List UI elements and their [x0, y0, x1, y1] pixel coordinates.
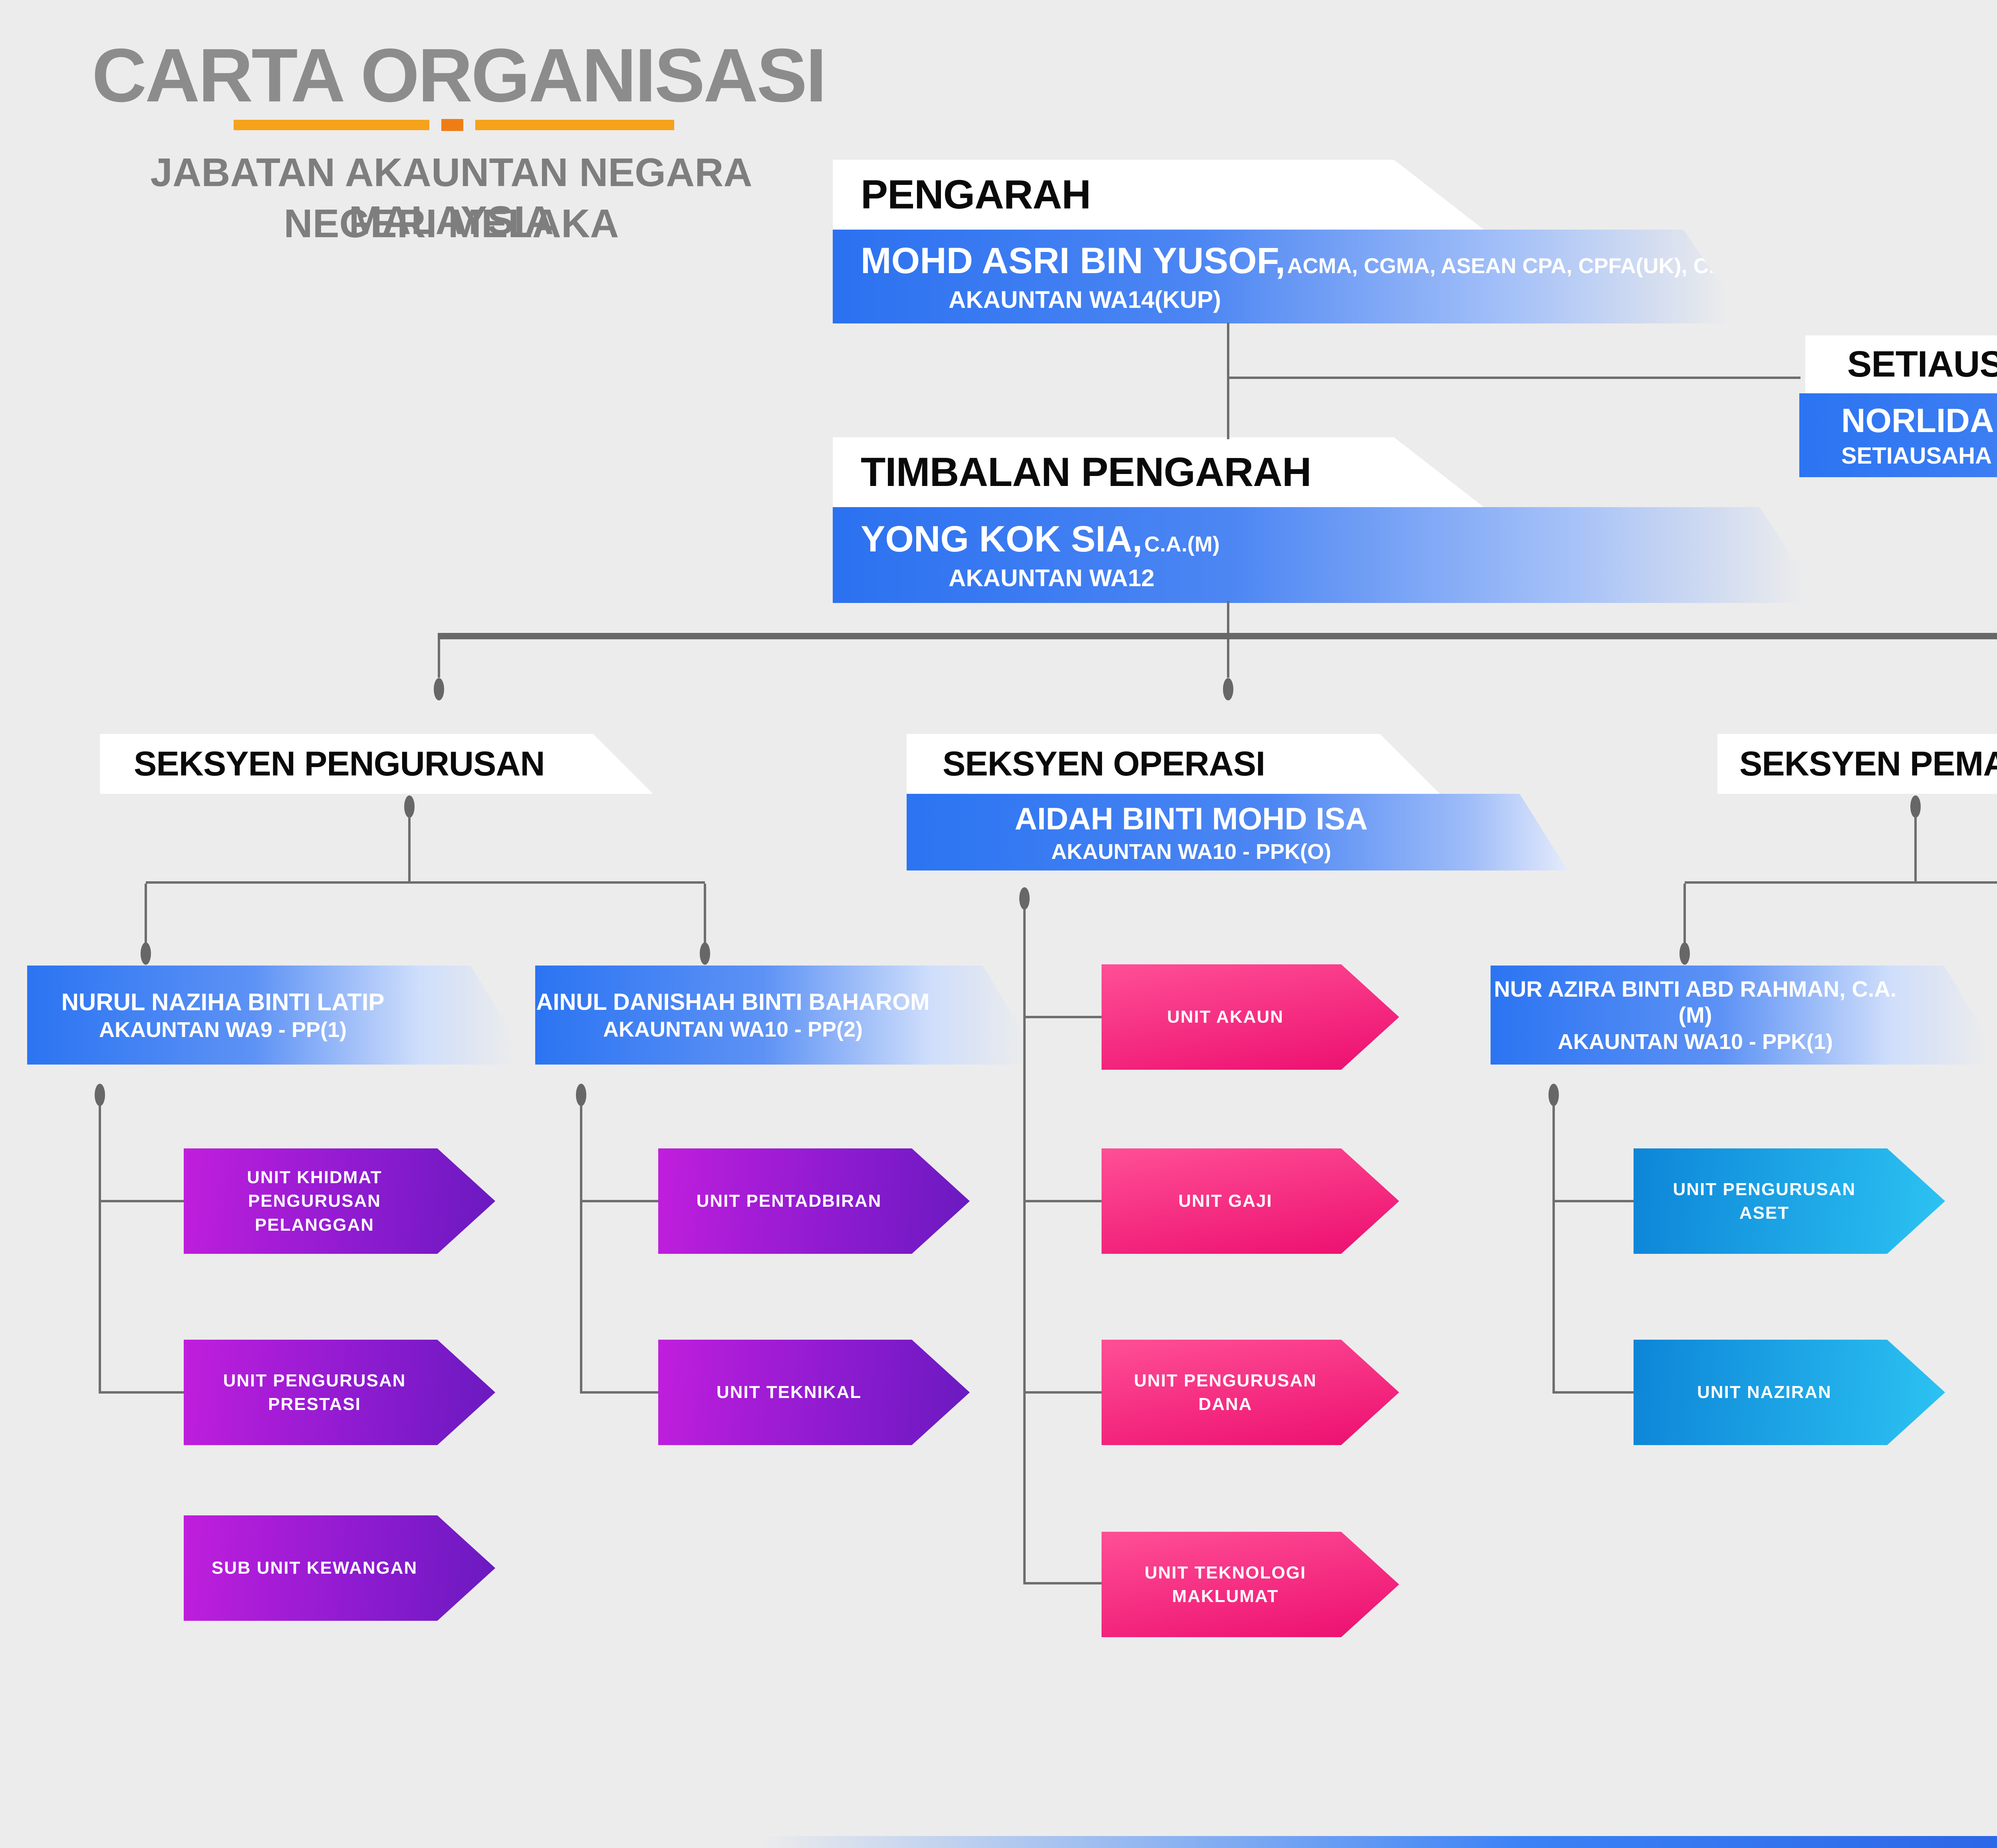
dot-pengurusan-split-top	[404, 795, 415, 818]
page-title: CARTA ORGANISASI	[92, 33, 827, 118]
timbalan-credentials: C.A.(M)	[1144, 532, 1220, 556]
operasi-head-grade: AKAUNTAN WA10 - PPK(O)	[1051, 839, 1331, 864]
setiausaha-name: NORLIDA BINTI JOHAN	[1841, 402, 1993, 439]
section-banner-operasi: SEKSYEN OPERASI	[907, 734, 1440, 794]
dot-operasi-units	[1019, 887, 1030, 910]
connector-timbalan-drop	[1227, 601, 1229, 635]
connector-tick-dana	[1026, 1391, 1102, 1394]
unit-pengurusan-dana: UNIT PENGURUSAN DANA	[1102, 1340, 1399, 1445]
dot-ainul-units	[576, 1084, 586, 1106]
unit-pengurusan-prestasi: UNIT PENGURUSAN PRESTASI	[184, 1340, 495, 1445]
timbalan-role-banner: TIMBALAN PENGARAH	[833, 437, 1484, 507]
section-banner-pemantauan: SEKSYEN PEMANTAUAN	[1717, 734, 1997, 794]
timbalan-grade: AKAUNTAN WA12	[949, 565, 1155, 591]
manager-name-ainul: AINUL DANISHAH BINTI BAHAROM	[536, 989, 930, 1015]
manager-grade-ainul: AKAUNTAN WA10 - PP(2)	[603, 1017, 863, 1041]
timbalan-card: YONG KOK SIA, C.A.(M) AKAUNTAN WA12	[833, 507, 1823, 603]
pengarah-role-label: PENGARAH	[861, 172, 1091, 217]
page-subtitle-line1: JABATAN AKAUNTAN NEGARA MALAYSIA	[150, 150, 752, 243]
dot-azira-units	[1548, 1084, 1559, 1106]
pengarah-credentials: ACMA, CGMA, ASEAN CPA, CPFA(UK), C.A.(M)	[1287, 254, 1769, 278]
connector-tick-akaun	[1026, 1016, 1102, 1018]
unit-naziran: UNIT NAZIRAN	[1634, 1340, 1945, 1445]
connector-tick-teknikal	[582, 1391, 658, 1394]
connector-operasi-units	[1023, 909, 1026, 1584]
connector-pengarah-setiausaha	[1227, 377, 1800, 379]
timbalan-name-line: YONG KOK SIA, C.A.(M)	[833, 518, 1823, 560]
unit-khidmat-pengurusan-pelanggan: UNIT KHIDMAT PENGURUSAN PELANGGAN	[184, 1148, 495, 1254]
operasi-head-name: AIDAH BINTI MOHD ISA	[1014, 801, 1368, 836]
manager-card-azira: NUR AZIRA BINTI ABD RAHMAN, C.A.(M) AKAU…	[1491, 966, 1997, 1065]
pengarah-name: MOHD ASRI BIN YUSOF,	[861, 240, 1286, 281]
pengarah-card: MOHD ASRI BIN YUSOF, ACMA, CGMA, ASEAN C…	[833, 230, 1747, 323]
dot-operasi	[1223, 678, 1233, 700]
dot-nurul-top	[141, 942, 151, 965]
section-banner-pengurusan: SEKSYEN PENGURUSAN	[100, 734, 653, 794]
dot-nurul-units	[95, 1084, 105, 1106]
connector-drop-operasi	[1227, 639, 1229, 678]
dot-pemantauan-split-top	[1910, 795, 1921, 818]
connector-tick-pentadbiran	[582, 1200, 658, 1202]
section-label-operasi: SEKSYEN OPERASI	[943, 744, 1265, 783]
manager-grade-azira: AKAUNTAN WA10 - PPK(1)	[1557, 1030, 1833, 1054]
title-underline-right	[475, 120, 674, 130]
connector-pemantauan-split	[1685, 881, 1997, 884]
pengarah-name-line: MOHD ASRI BIN YUSOF, ACMA, CGMA, ASEAN C…	[833, 240, 1747, 282]
unit-akaun: UNIT AKAUN	[1102, 964, 1399, 1070]
setiausaha-grade: SETIAUSAHA PEJABAT N6	[1841, 443, 1991, 469]
connector-nurul-units	[99, 1105, 101, 1394]
setiausaha-role-banner: SETIAUSAHA PEJABAT	[1805, 335, 1997, 393]
connector-azira-units	[1552, 1105, 1555, 1394]
dot-ainul-top	[700, 942, 710, 965]
connector-drop-ainul	[704, 884, 706, 944]
connector-tick-gaji	[1026, 1200, 1102, 1202]
pengarah-role-banner: PENGARAH	[833, 160, 1484, 230]
section-label-pengurusan: SEKSYEN PENGURUSAN	[134, 744, 545, 783]
setiausaha-card: NORLIDA BINTI JOHAN SETIAUSAHA PEJABAT N…	[1799, 393, 1997, 477]
manager-card-nurul: NURUL NAZIHA BINTI LATIP AKAUNTAN WA9 - …	[27, 966, 530, 1065]
dot-azira-top	[1679, 942, 1690, 965]
title-underline-square	[441, 119, 463, 131]
pengarah-grade: AKAUNTAN WA14(KUP)	[949, 286, 1221, 313]
connector-ainul-units	[580, 1105, 582, 1394]
manager-name-azira: NUR AZIRA BINTI ABD RAHMAN, C.A.(M)	[1494, 976, 1897, 1027]
connector-tick-khidmat	[101, 1200, 184, 1202]
connector-pengurusan-stem	[408, 817, 411, 882]
timbalan-role-label: TIMBALAN PENGARAH	[861, 449, 1311, 495]
unit-teknologi-maklumat: UNIT TEKNOLOGI MAKLUMAT	[1102, 1532, 1399, 1637]
connector-tick-aset	[1555, 1200, 1635, 1202]
connector-pemantauan-stem	[1914, 817, 1917, 882]
manager-name-nurul: NURUL NAZIHA BINTI LATIP	[61, 988, 385, 1015]
page-subtitle-line2: NEGERI MELAKA	[284, 201, 619, 246]
dot-pengurusan	[434, 678, 444, 700]
connector-tick-ti	[1026, 1582, 1102, 1584]
connector-tick-prestasi	[101, 1391, 184, 1394]
connector-tick-naziran	[1555, 1391, 1635, 1394]
unit-pengurusan-aset: UNIT PENGURUSAN ASET	[1634, 1148, 1945, 1254]
unit-gaji: UNIT GAJI	[1102, 1148, 1399, 1254]
connector-pengurusan-split	[146, 881, 705, 884]
connector-sections-spine	[438, 633, 1997, 639]
unit-pentadbiran: UNIT PENTADBIRAN	[658, 1148, 970, 1254]
operasi-head-card: AIDAH BINTI MOHD ISA AKAUNTAN WA10 - PPK…	[907, 794, 1568, 870]
title-underline-left	[234, 120, 429, 130]
timbalan-name: YONG KOK SIA,	[861, 519, 1143, 559]
unit-sub-unit-kewangan: SUB UNIT KEWANGAN	[184, 1515, 495, 1621]
manager-card-ainul: AINUL DANISHAH BINTI BAHAROM AKAUNTAN WA…	[535, 966, 1042, 1065]
setiausaha-role-label: SETIAUSAHA PEJABAT	[1847, 344, 1997, 385]
connector-drop-azira	[1683, 884, 1686, 944]
manager-grade-nurul: AKAUNTAN WA9 - PP(1)	[99, 1017, 347, 1042]
connector-drop-pengurusan	[438, 639, 440, 678]
unit-teknikal: UNIT TEKNIKAL	[658, 1340, 970, 1445]
connector-pengarah-timbalan	[1227, 323, 1229, 439]
bottom-accent-strip	[759, 1836, 1997, 1848]
section-label-pemantauan: SEKSYEN PEMANTAUAN	[1739, 744, 1997, 783]
connector-drop-nurul	[145, 884, 147, 944]
